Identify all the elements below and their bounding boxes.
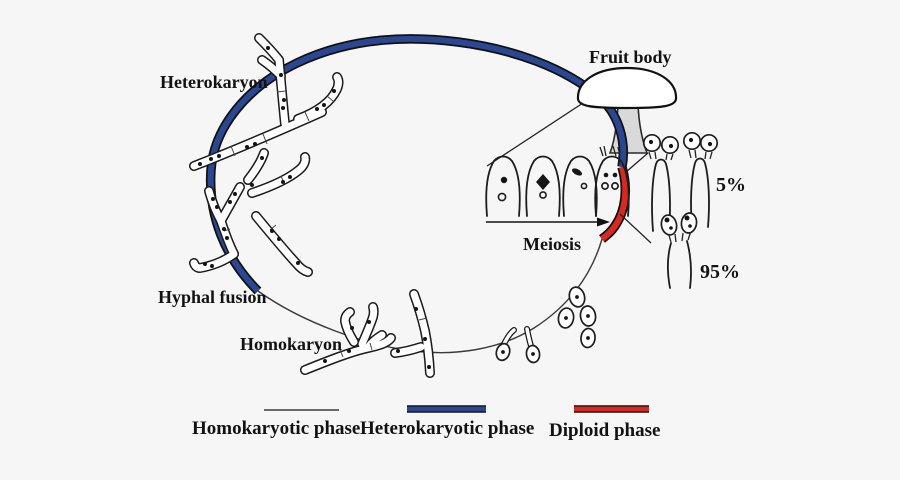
- magnification-lines: [486, 102, 652, 244]
- hyphal-fusion-label: Hyphal fusion: [158, 287, 267, 307]
- basidium-3: [562, 155, 598, 217]
- percent-5-label: 5%: [716, 174, 746, 196]
- sterigmata: [599, 145, 621, 157]
- basidium-2: [525, 155, 561, 217]
- percent-95-label: 95%: [700, 261, 740, 283]
- spore-group-5pct: [642, 131, 719, 232]
- nuclei-dots: [323, 307, 431, 369]
- mushroom-cap: [576, 66, 678, 110]
- homokaryon-hyphae: [305, 294, 431, 373]
- gill-to-basidia-line: [486, 102, 584, 167]
- homokaryon-label: Homokaryon: [240, 334, 342, 354]
- nuclei-dots: [198, 46, 336, 166]
- basidium-4: [594, 155, 630, 217]
- basidiospores: [557, 286, 597, 349]
- meiosis-label: Meiosis: [523, 234, 581, 254]
- meiosis-arrow: [486, 217, 610, 227]
- heterokaryon-label: Heterokaryon: [160, 72, 268, 92]
- arc-to-95pct-line: [619, 213, 652, 244]
- meiosis-sequence: [485, 145, 630, 227]
- fruit-body-label: Fruit body: [589, 47, 672, 67]
- arc-to-5pct-line: [625, 152, 649, 173]
- legend: Homokaryotic phase Heterokaryotic phase …: [192, 405, 660, 441]
- diploid-phase-arc: [600, 166, 629, 242]
- cycle-ring: [205, 34, 678, 354]
- legend-label-diploid: Diploid phase: [549, 420, 660, 441]
- spore-group-95pct: [660, 212, 698, 289]
- heterokaryon-hyphae-left: [194, 153, 308, 272]
- germinating-spores: [495, 326, 541, 364]
- heterokaryon-hyphae-top: [194, 38, 339, 166]
- legend-label-heterokaryotic: Heterokaryotic phase: [360, 418, 534, 439]
- legend-label-homokaryotic: Homokaryotic phase: [192, 418, 360, 439]
- basidium-1: [485, 155, 521, 217]
- nuclei-dots: [203, 156, 300, 268]
